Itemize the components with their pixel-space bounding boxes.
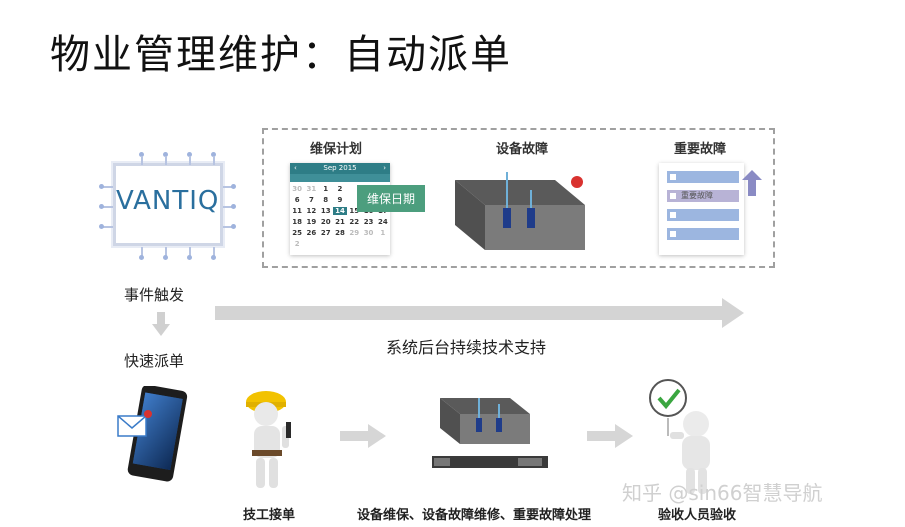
quick-dispatch-label: 快速派单: [124, 352, 185, 370]
calendar-day: 21: [335, 218, 345, 226]
calendar-day: 31: [306, 185, 317, 193]
major-fault-label: 重要故障: [674, 142, 727, 157]
calendar-day: 30: [292, 185, 303, 193]
calendar-day: 11: [292, 207, 303, 215]
maintenance-panel-frame: [262, 128, 775, 268]
event-trigger-label: 事件触发: [124, 286, 185, 304]
calendar-day: 26: [306, 229, 317, 237]
calendar-day: 6: [294, 196, 300, 204]
calendar-weekday-row: [290, 174, 390, 182]
technician-accept-label: 技工接单: [243, 508, 296, 523]
page-title: 物业管理维护：自动派单: [50, 32, 512, 78]
up-arrow-icon: [742, 170, 762, 196]
calendar-day: 7: [308, 196, 314, 204]
support-arrow-head-icon: [722, 298, 744, 328]
processing-box-illustration: [432, 398, 548, 468]
calendar-day: 2: [294, 240, 300, 248]
calendar-day: 25: [292, 229, 303, 237]
major-fault-card: 重要故障: [659, 163, 744, 255]
calendar-day: 8: [323, 196, 329, 204]
calendar-month: ‹ Sep 2015 ›: [290, 163, 390, 174]
support-arrow-shaft: [215, 306, 725, 320]
backend-support-text: 系统后台持续技术支持: [386, 338, 547, 357]
technician-figure-icon: [246, 391, 291, 488]
flow-arrow-icon: [340, 424, 386, 448]
calendar-day: 12: [306, 207, 317, 215]
maintenance-plan-label: 维保计划: [310, 142, 363, 157]
calendar-day: 29: [349, 229, 360, 237]
watermark-text: 知乎 @sin66智慧导航: [622, 481, 823, 505]
calendar-day: 18: [292, 218, 303, 226]
equipment-fault-label: 设备故障: [496, 142, 549, 157]
calendar-day: 24: [377, 218, 388, 226]
calendar-day: 19: [306, 218, 317, 226]
equipment-box-illustration: [455, 172, 585, 250]
calendar-day: 13: [320, 207, 331, 215]
calendar-day: 30: [363, 229, 374, 237]
vantiq-logo: VANTIQ: [116, 186, 220, 216]
calendar-day: 22: [349, 218, 360, 226]
calendar-day: 20: [320, 218, 331, 226]
calendar-day: 28: [335, 229, 345, 237]
calendar-day: 9: [337, 196, 343, 204]
vantiq-chip: [113, 163, 223, 246]
acceptance-figure-icon: [649, 379, 710, 494]
acceptance-label: 验收人员验收: [658, 508, 737, 523]
maintenance-date-tooltip: 维保日期: [357, 185, 426, 212]
phone-illustration: [117, 386, 188, 482]
calendar-day: 1: [323, 185, 329, 193]
processing-label: 设备维保、设备故障维修、重要故障处理: [357, 508, 592, 523]
calendar-day: 2: [337, 185, 343, 193]
calendar-day: 1: [380, 229, 386, 237]
flow-arrow-icon: [587, 424, 633, 448]
down-arrow-icon: [152, 312, 170, 336]
major-fault-row-label: 重要故障: [681, 191, 713, 200]
calendar-day: 23: [363, 218, 374, 226]
calendar-day-selected: 14: [332, 207, 348, 215]
calendar-day: 15: [349, 207, 360, 215]
calendar-day: 27: [320, 229, 331, 237]
